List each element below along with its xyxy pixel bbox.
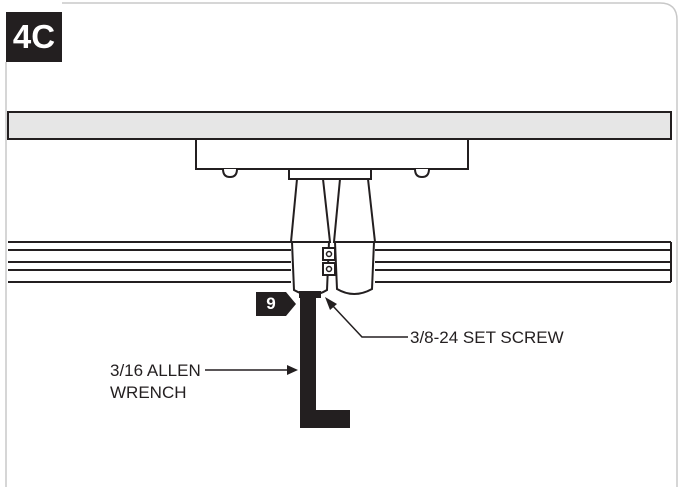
set-screw-leader (331, 304, 408, 338)
step-badge: 4C (6, 12, 62, 62)
clamp-block-upper (322, 247, 336, 261)
allen-wrench-label-line2: WRENCH (110, 383, 187, 402)
callout-pointer (286, 292, 296, 316)
set-screw-label: 3/8-24 SET SCREW (410, 328, 564, 347)
allen-wrench-label-line1: 3/16 ALLEN (110, 361, 201, 380)
bolt-left (222, 168, 238, 179)
panel-frame (5, 2, 678, 487)
clamp-block-lower (322, 262, 336, 276)
leg-right-upper (332, 178, 377, 243)
column-neck (288, 168, 372, 180)
allen-wrench-arrowhead (287, 365, 298, 375)
clamp-screw-lower (325, 265, 333, 273)
callout-number-badge: 9 (256, 292, 286, 316)
mounting-plate (195, 138, 469, 170)
leg-left-upper (289, 178, 332, 243)
top-beam (7, 111, 672, 140)
bolt-right (414, 168, 430, 179)
allen-wrench (300, 298, 350, 428)
clamp-screw-upper (325, 250, 333, 258)
horizontal-rail (8, 241, 672, 283)
set-screw-arrowhead (325, 297, 337, 310)
leg-right-lower (333, 241, 376, 295)
set-screw (299, 291, 321, 298)
